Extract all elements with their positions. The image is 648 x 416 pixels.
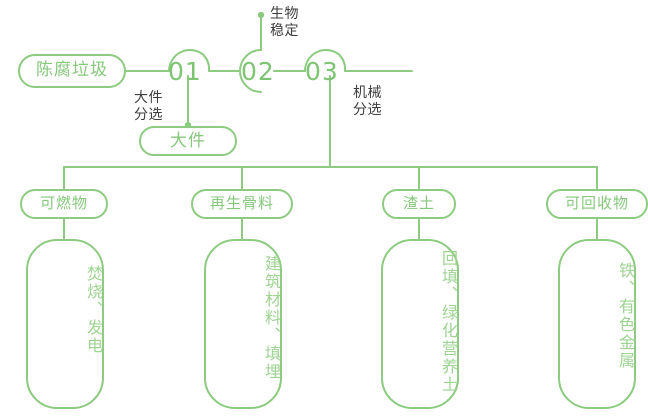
detail-box-shape-4 (558, 239, 636, 409)
detail-box-shape-2 (204, 239, 282, 409)
step-number-01[interactable]: 01 (168, 57, 202, 86)
detail-box-label-2: 建筑材料、填埋 (262, 255, 281, 381)
node-02-arc-upper (239, 49, 262, 72)
node-01-arc (168, 48, 211, 72)
dalian-pill-shape (139, 126, 237, 156)
node-02-arc-lower (239, 70, 262, 93)
step-label-01: 大件 分选 (134, 90, 163, 123)
dot-biostable (257, 11, 265, 19)
detail-box-label-1: 焚烧、发电 (84, 265, 103, 355)
detail-box-label-3: 回填、绿化营养土 (439, 250, 458, 394)
source-pill-label[interactable]: 陈腐垃圾 (36, 60, 108, 80)
output-pill-label-3[interactable]: 渣土 (402, 194, 435, 212)
step-label-02: 生物 稳定 (270, 6, 299, 39)
dalian-pill-label[interactable]: 大件 (170, 131, 206, 151)
output-pill-label-4[interactable]: 可回收物 (564, 194, 629, 212)
detail-box-shape-3 (381, 239, 459, 409)
output-pill-label-1[interactable]: 可燃物 (39, 194, 88, 212)
step-label-03: 机械 分选 (353, 85, 382, 118)
node-03-arc (304, 48, 347, 72)
step-number-02[interactable]: 02 (241, 57, 275, 86)
detail-box-label-4: 铁、有色金属 (616, 262, 635, 370)
detail-box-shape-1 (26, 239, 104, 409)
output-pill-label-2[interactable]: 再生骨料 (209, 194, 274, 212)
step-number-03[interactable]: 03 (305, 57, 339, 86)
